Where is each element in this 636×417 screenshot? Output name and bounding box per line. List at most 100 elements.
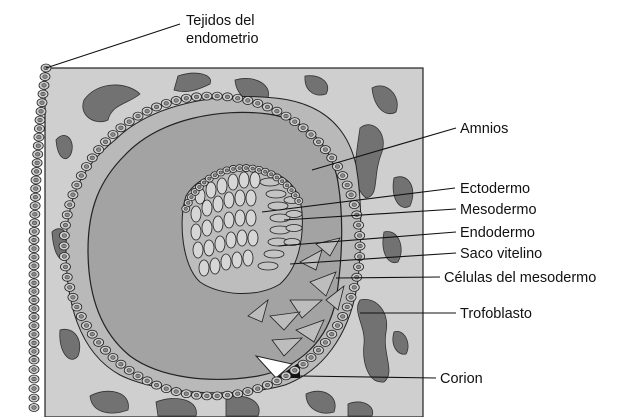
trophoblast-cell: [68, 191, 78, 199]
trophoblast-cell: [29, 366, 39, 374]
label-amnios: Amnios: [460, 121, 508, 137]
trophoblast-cell: [272, 107, 282, 115]
trophoblast-cell: [281, 112, 291, 120]
trophoblast-cell: [29, 375, 39, 383]
trophoblast-cell: [212, 92, 222, 100]
trophoblast-cell: [355, 242, 365, 250]
trophoblast-cell: [124, 118, 134, 126]
trophoblast-cell: [62, 211, 72, 219]
trophoblast-cell: [354, 263, 364, 271]
trophoblast-cell: [108, 131, 118, 139]
trophoblast-cell: [116, 124, 126, 132]
trophoblast-cell: [212, 392, 222, 400]
trophoblast-cell: [222, 391, 232, 399]
trophoblast-cell: [59, 242, 69, 250]
trophoblast-cell: [29, 356, 39, 364]
trophoblast-cell: [34, 133, 44, 141]
trophoblast-cell: [272, 377, 282, 385]
label-ectodermo: Ectodermo: [460, 181, 530, 197]
trophoblast-cell: [29, 270, 39, 278]
trophoblast-cell: [29, 236, 39, 244]
trophoblast-cell: [152, 103, 162, 111]
trophoblast-cell: [192, 391, 202, 399]
trophoblast-cell: [29, 279, 39, 287]
label-tejidos-line1: Tejidos del: [186, 13, 255, 29]
trophoblast-cell: [262, 381, 272, 389]
trophoblast-cell: [142, 107, 152, 115]
trophoblast-cell: [29, 385, 39, 393]
trophoblast-cell: [76, 172, 86, 180]
trophoblast-cell: [171, 96, 181, 104]
trophoblast-cell: [346, 293, 356, 301]
label-trofoblasto: Trofoblasto: [460, 306, 532, 322]
trophoblast-cell: [29, 322, 39, 330]
trophoblast-cell: [355, 232, 365, 240]
trophoblast-cell: [298, 360, 308, 368]
trophoblast-cell: [243, 96, 253, 104]
trophoblast-cell: [30, 193, 40, 201]
trophoblast-cell: [30, 219, 40, 227]
trophoblast-cell: [29, 313, 39, 321]
trophoblast-cell: [116, 360, 126, 368]
trophoblast-cell: [29, 404, 39, 412]
trophoblast-cell: [161, 99, 171, 107]
trophoblast-cell: [29, 330, 39, 338]
trophoblast-cell: [243, 388, 253, 396]
label-mesodermo: Mesodermo: [460, 202, 537, 218]
trophoblast-cell: [253, 99, 263, 107]
trophoblast-cell: [33, 150, 43, 158]
trophoblast-cell: [142, 377, 152, 385]
trophoblast-cell: [222, 93, 232, 101]
trophoblast-cell: [65, 283, 75, 291]
trophoblast-cell: [233, 390, 243, 398]
trophoblast-cell: [281, 372, 291, 380]
trophoblast-cell: [81, 163, 91, 171]
trophoblast-cell: [327, 154, 337, 162]
trophoblast-cell: [34, 125, 44, 133]
trophoblast-cell: [233, 94, 243, 102]
trophoblast-cell: [29, 347, 39, 355]
trophoblast-cell: [133, 372, 143, 380]
trophoblast-cell: [32, 167, 42, 175]
trophoblast-cell: [29, 262, 39, 270]
trophoblast-cell: [338, 172, 348, 180]
trophoblast-cell: [295, 197, 303, 204]
trophoblast-cell: [39, 81, 49, 89]
trophoblast-cell: [253, 385, 263, 393]
trophoblast-cell: [35, 116, 45, 124]
trophoblast-cell: [101, 346, 111, 354]
label-corion: Corion: [440, 371, 483, 387]
trophoblast-cell: [29, 296, 39, 304]
trophoblast-cell: [342, 303, 352, 311]
trophoblast-cell: [349, 283, 359, 291]
trophoblast-cell: [181, 94, 191, 102]
trophoblast-cell: [81, 321, 91, 329]
trophoblast-cell: [29, 227, 39, 235]
trophoblast-cell: [181, 390, 191, 398]
trophoblast-cell: [290, 366, 300, 374]
trophoblast-cell: [327, 330, 337, 338]
trophoblast-cell: [59, 252, 69, 260]
trophoblast-cell: [68, 293, 78, 301]
trophoblast-cell: [40, 73, 50, 81]
label-endodermo: Endodermo: [460, 225, 535, 241]
trophoblast-cell: [320, 338, 330, 346]
trophoblast-cell: [333, 321, 343, 329]
trophoblast-cell: [60, 263, 70, 271]
trophoblast-cell: [33, 142, 43, 150]
trophoblast-cell: [171, 388, 181, 396]
label-saco-vitelino: Saco vitelino: [460, 246, 542, 262]
trophoblast-cell: [320, 146, 330, 154]
trophoblast-cell: [306, 353, 316, 361]
trophoblast-cell: [192, 93, 202, 101]
trophoblast-cell: [152, 381, 162, 389]
trophoblast-cell: [65, 201, 75, 209]
trophoblast-cell: [161, 385, 171, 393]
trophoblast-cell: [342, 181, 352, 189]
trophoblast-cell: [29, 394, 39, 402]
trophoblast-cell: [101, 138, 111, 146]
trophoblast-cell: [313, 346, 323, 354]
trophoblast-cell: [31, 176, 41, 184]
trophoblast-cell: [30, 210, 40, 218]
